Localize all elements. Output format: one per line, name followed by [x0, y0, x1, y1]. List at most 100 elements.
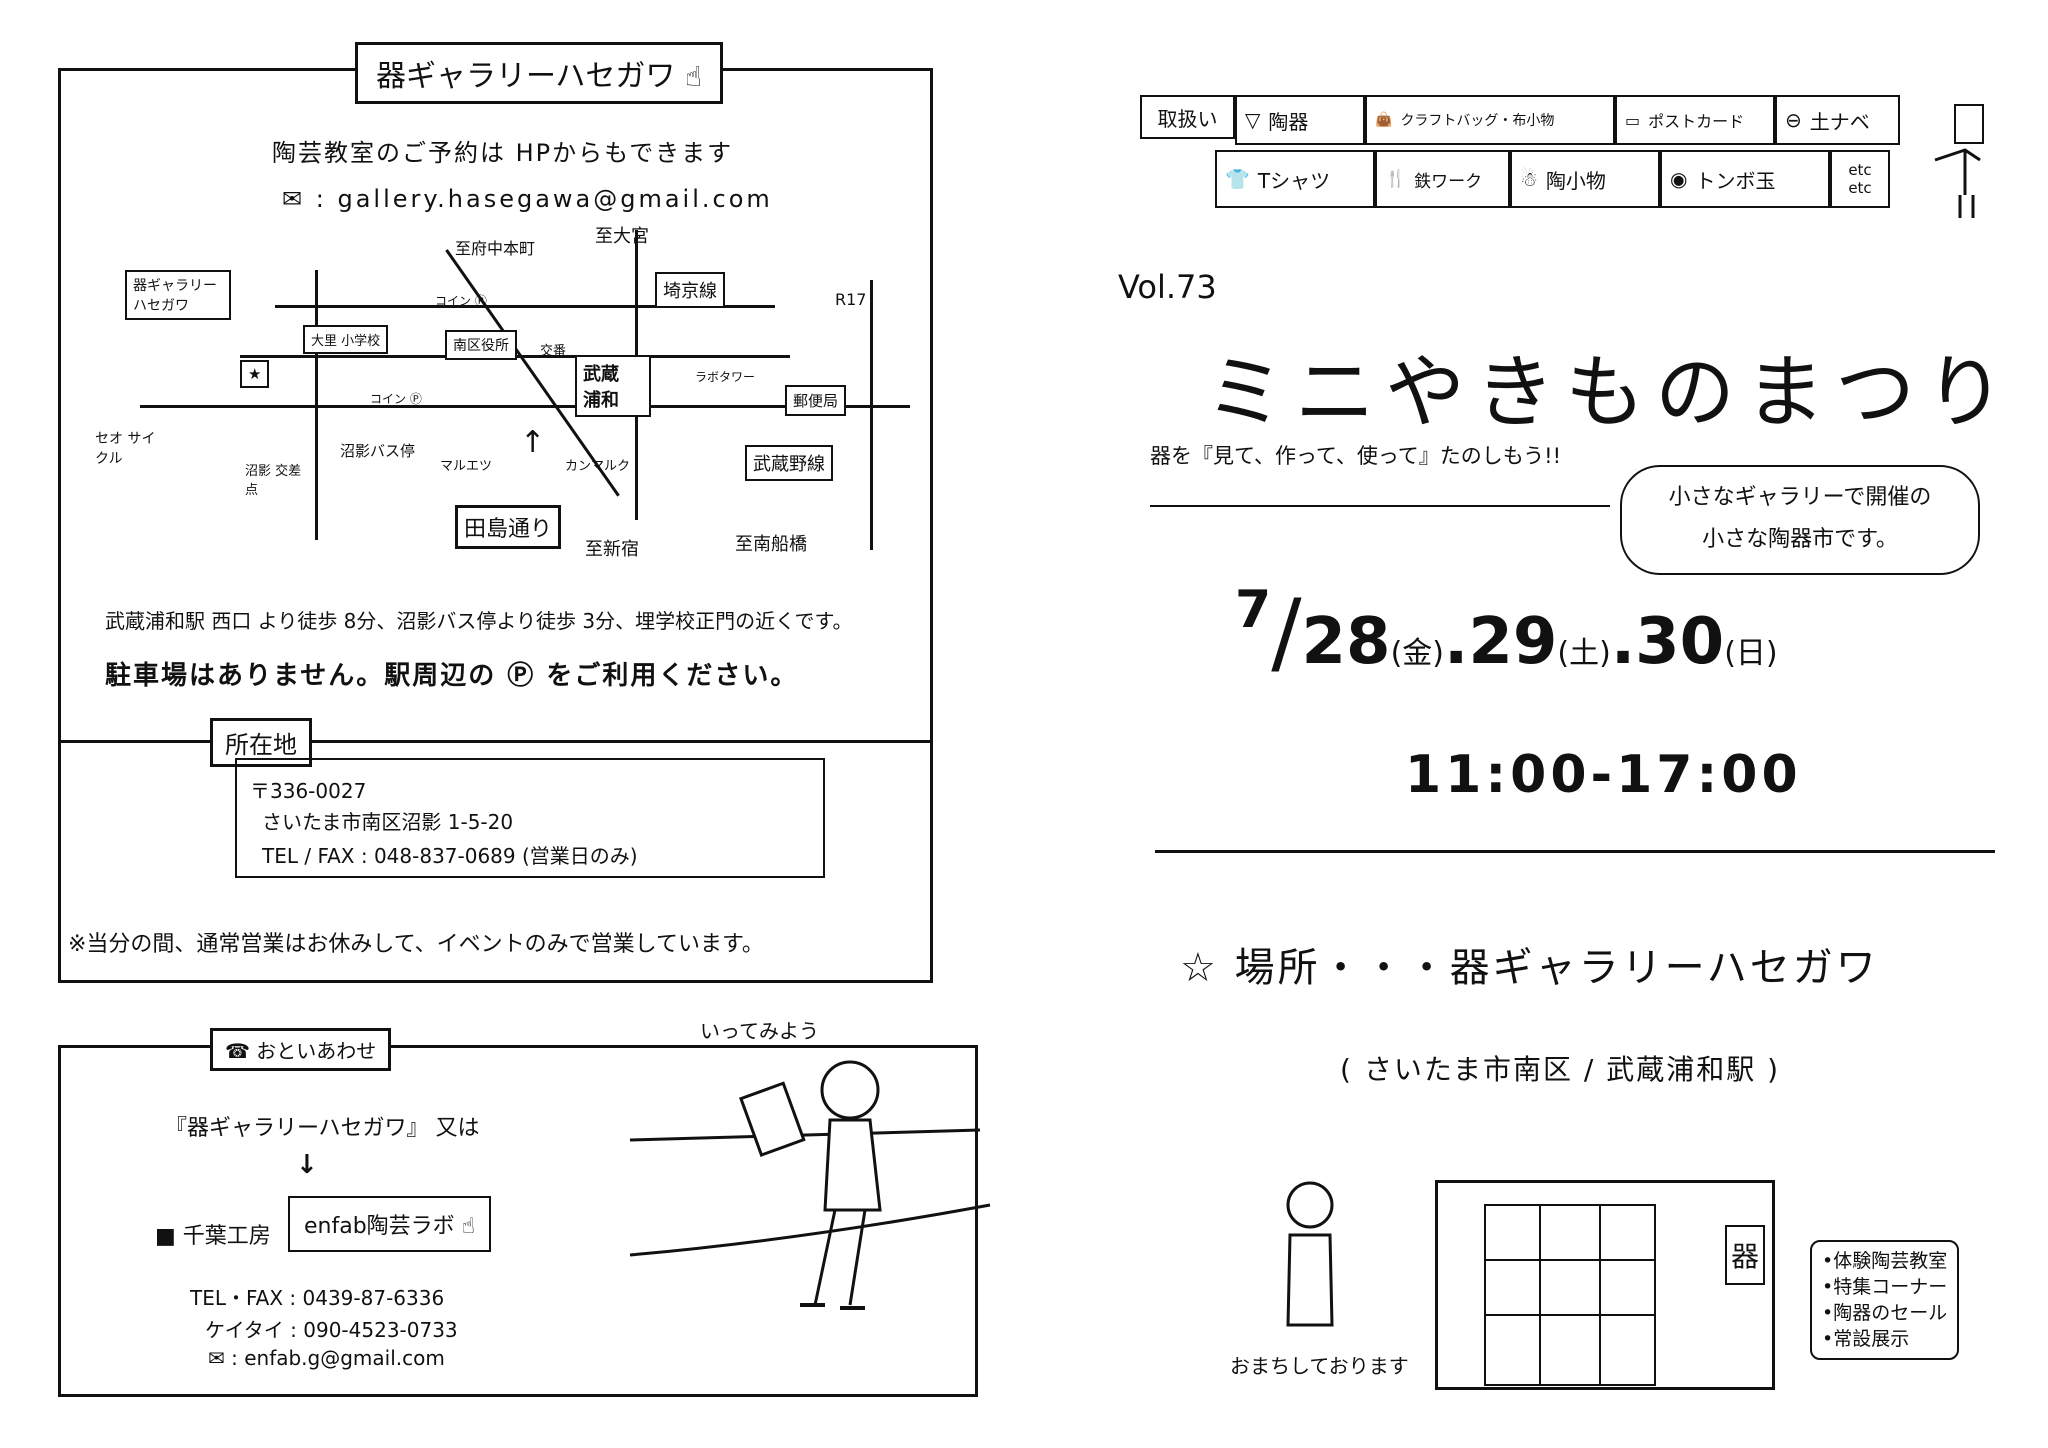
gallery-email[interactable]: gallery.hasegawa@gmail.com: [337, 185, 773, 213]
map-label-numakage-intersection: 沼影 交差点: [245, 464, 302, 498]
event-dates: 7/28(金).29(土).30(日): [1235, 580, 1778, 685]
beads-icon: ◉: [1670, 167, 1688, 191]
map-label-kanmaruku: カンマルク: [565, 459, 631, 474]
product-pottery: ▽陶器: [1235, 95, 1365, 145]
map-label-r17: R17: [835, 290, 867, 309]
funnel-icon: ▽: [1245, 108, 1261, 132]
event-subtitle: 器を『見て、作って、使って』たのしもう!!: [1150, 444, 1562, 468]
shelf-illustration: [1484, 1204, 1656, 1386]
gallery-name: 器ギャラリーハセガワ: [376, 59, 676, 94]
chiba-studio: ■ 千葉工房: [155, 1224, 271, 1249]
subtitle-underline: [1150, 505, 1610, 507]
event-time: 11:00-17:00: [1405, 745, 1802, 805]
mail-icon: ✉: [282, 185, 306, 213]
product-glass-beads: ◉トンボ玉: [1660, 150, 1830, 208]
waiting-message: おまちしております: [1230, 1354, 1409, 1378]
events-list-box: •体験陶芸教室 •特集コーナー •陶器のセール •常設展示: [1810, 1240, 1960, 1360]
gallery-tel: TEL / FAX : 048-837-0689 (営業日のみ): [262, 844, 638, 868]
date-day1: 28: [1301, 605, 1391, 679]
map-label-saikyo: 埼京線: [655, 272, 725, 308]
products-row2: 👕Tシャツ 🍴鉄ワーク ☃陶小物 ◉トンボ玉 etc etc: [1215, 150, 1890, 208]
date-dow3: 日: [1735, 636, 1766, 671]
contact-line1: 『器ギャラリーハセガワ』 又は: [165, 1116, 480, 1141]
closure-notice: ※当分の間、通常営業はお休みして、イベントのみで営業しています。: [68, 932, 764, 957]
walking-person-illustration: [629, 1060, 991, 1310]
street-address: さいたま市南区沼影 1-5-20: [262, 810, 514, 834]
date-day3: .30: [1610, 605, 1725, 679]
enfab-lab-name[interactable]: enfab陶芸ラボ: [304, 1214, 455, 1239]
contact-header: おといあわせ: [256, 1039, 377, 1063]
map-label-coin-p2: コイン Ⓟ: [370, 392, 422, 406]
product-donabe: ⊖土ナベ: [1775, 95, 1900, 145]
main-road: [140, 405, 910, 408]
product-iron-work: 🍴鉄ワーク: [1375, 150, 1510, 208]
map-label-tajima: 田島通り: [455, 505, 562, 549]
map-label-gallery: 器ギャラリー ハセガワ: [125, 270, 231, 320]
pointer-hand-icon: ☝: [684, 60, 703, 93]
staff-illustration: [1286, 1181, 1334, 1327]
pot-icon: ⊖: [1785, 108, 1802, 132]
bubble-line1: 小さなギャラリーで開催の: [1668, 485, 1932, 510]
left-vertical-road: [315, 270, 318, 540]
parking-note: 駐車場はありません。駅周辺の Ⓟ をご利用ください。: [105, 661, 799, 691]
map-label-musashino: 武蔵野線: [745, 445, 833, 481]
access-map: 至府中本町 至大宮 埼京線 R17 器ギャラリー ハセガワ ★ コイン Ⓟ 大里…: [95, 226, 915, 570]
product-etc: etc etc: [1830, 150, 1890, 208]
event-item: •常設展示: [1822, 1328, 1910, 1350]
map-label-numakage-bus: 沼影バス停: [340, 442, 416, 460]
gallery-name-tag: 器ギャラリーハセガワ ☝: [355, 42, 724, 104]
date-dow2: 土: [1569, 636, 1600, 671]
product-pottery-goods: ☃陶小物: [1510, 150, 1660, 208]
contact-tel: TEL・FAX : 0439-87-6336: [190, 1286, 445, 1310]
up-arrow-icon: ↑: [520, 425, 546, 460]
upper-road: [275, 305, 775, 308]
right-vertical-road: [870, 280, 873, 550]
contact-mobile: ケイタイ : 090-4523-0733: [205, 1318, 458, 1342]
map-label-station: 武蔵 浦和: [575, 355, 651, 417]
section-divider: [58, 740, 933, 743]
gallery-marker: ★: [240, 360, 270, 388]
map-label-cycle: セオ サイクル: [95, 431, 156, 467]
map-label-ward-office: 南区役所: [445, 330, 517, 360]
volume-number: Vol.73: [1118, 268, 1217, 306]
access-note: 武蔵浦和駅 西口 より徒歩 8分、沼影バス停より徒歩 3分、埋学校正門の近くです…: [105, 609, 853, 633]
bag-icon: 👜: [1375, 112, 1393, 128]
products-row1: ▽陶器 👜クラフトバッグ・布小物 ▭ポストカード ⊖土ナベ: [1235, 95, 1900, 145]
map-label-funabashi: 至南船橋: [735, 534, 807, 555]
reservation-note: 陶芸教室のご予約は HPからもできます: [272, 139, 734, 167]
address-box: [235, 758, 825, 878]
map-label-omiya: 至大宮: [595, 226, 649, 247]
products-label-cell: 取扱い: [1140, 95, 1235, 139]
contact-panel: [58, 1045, 978, 1397]
event-place-sub: ( さいたま市南区 / 武蔵浦和駅 ): [1340, 1053, 1781, 1086]
map-label-coin-p: コイン Ⓟ: [435, 294, 487, 308]
map-label-fuchu: 至府中本町: [455, 239, 536, 258]
map-label-maruetsu: マルエツ: [440, 459, 493, 474]
date-month: 7: [1235, 580, 1272, 640]
telephone-icon: ☎: [225, 1039, 250, 1063]
pointing-man-illustration: [1934, 104, 1984, 218]
map-label-koban: 交番: [540, 344, 567, 359]
shop-sign: 器: [1725, 1225, 1766, 1285]
map-label-post-office: 郵便局: [785, 385, 847, 416]
date-dow1: 金: [1402, 636, 1433, 671]
event-title: ミニやきものまつり: [1205, 346, 2015, 439]
pointer-hand-icon: ☝: [461, 1214, 476, 1239]
enfab-lab-tag[interactable]: enfab陶芸ラボ ☝: [288, 1196, 492, 1252]
map-label-school: 大里 小学校: [303, 325, 389, 354]
shop-front-illustration: [1435, 1180, 1775, 1390]
event-place: ☆ 場所・・・器ギャラリーハセガワ: [1180, 945, 1879, 991]
event-item: •陶器のセール: [1822, 1302, 1948, 1324]
product-postcard: ▭ポストカード: [1615, 95, 1775, 145]
walking-caption: いってみよう: [700, 1019, 819, 1043]
event-item: •特集コーナー: [1822, 1276, 1948, 1298]
contact-tag: ☎ おといあわせ: [210, 1028, 392, 1071]
right-divider: [1155, 850, 1995, 853]
down-arrow-icon: ↓: [296, 1150, 318, 1180]
tshirt-icon: 👕: [1225, 167, 1250, 191]
date-day2: .29: [1444, 605, 1558, 679]
event-item: •体験陶芸教室: [1822, 1250, 1948, 1272]
contact-email[interactable]: ✉ : enfab.g@gmail.com: [208, 1346, 445, 1370]
cutlery-icon: 🍴: [1385, 169, 1407, 189]
products-label: 取扱い: [1157, 106, 1218, 131]
